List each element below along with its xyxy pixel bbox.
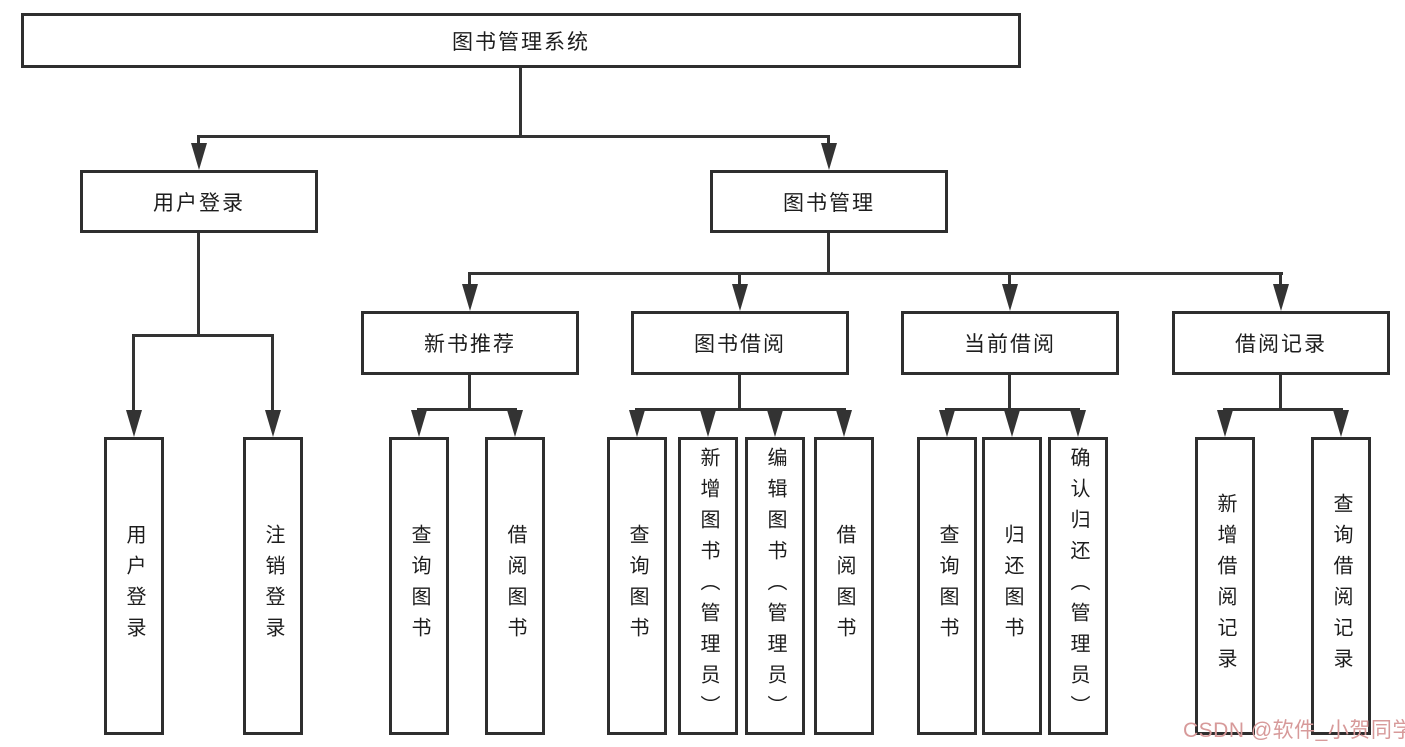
node-leaf-add-borrow-record: 新增借阅记录 — [1195, 437, 1255, 735]
node-root-system: 图书管理系统 — [21, 13, 1021, 68]
node-user-login-branch: 用户登录 — [80, 170, 318, 233]
connector-line — [945, 408, 1080, 411]
arrow-down-icon — [821, 143, 837, 170]
arrow-down-icon — [939, 410, 955, 437]
connector-line — [468, 272, 1283, 275]
node-leaf-query-books-3: 查询图书 — [917, 437, 977, 735]
connector-line — [197, 233, 200, 334]
connector-line — [468, 375, 471, 408]
arrow-down-icon — [767, 410, 783, 437]
connector-line — [417, 408, 517, 411]
node-leaf-edit-book-admin: 编辑图书（管理员） — [745, 437, 805, 735]
node-new-book-recommend: 新书推荐 — [361, 311, 579, 375]
arrow-down-icon — [1004, 410, 1020, 437]
connector-line — [827, 233, 830, 272]
node-leaf-query-books-1: 查询图书 — [389, 437, 449, 735]
node-leaf-query-borrow-record: 查询借阅记录 — [1311, 437, 1371, 735]
arrow-down-icon — [1002, 284, 1018, 311]
connector-line — [197, 135, 200, 145]
arrow-down-icon — [629, 410, 645, 437]
csdn-watermark: CSDN @软件_小贺同学 — [1183, 719, 1405, 742]
node-leaf-confirm-return-admin: 确认归还（管理员） — [1048, 437, 1108, 735]
node-leaf-query-books-2: 查询图书 — [607, 437, 667, 735]
connector-line — [197, 135, 830, 138]
arrow-down-icon — [507, 410, 523, 437]
node-book-management-branch: 图书管理 — [710, 170, 948, 233]
arrow-down-icon — [1217, 410, 1233, 437]
node-book-borrowing: 图书借阅 — [631, 311, 849, 375]
connector-line — [1008, 272, 1011, 286]
arrow-down-icon — [265, 410, 281, 437]
node-current-borrowing: 当前借阅 — [901, 311, 1119, 375]
node-leaf-borrow-books-1: 借阅图书 — [485, 437, 545, 735]
node-leaf-borrow-books-2: 借阅图书 — [814, 437, 874, 735]
connector-line — [1279, 375, 1282, 408]
connector-line — [468, 272, 471, 286]
connector-line — [1008, 375, 1011, 408]
arrow-down-icon — [462, 284, 478, 311]
arrow-down-icon — [191, 143, 207, 170]
node-leaf-user-login: 用户登录 — [104, 437, 164, 735]
connector-line — [132, 334, 274, 337]
arrow-down-icon — [836, 410, 852, 437]
connector-line — [738, 375, 741, 408]
connector-line — [519, 68, 522, 135]
connector-line — [1223, 408, 1343, 411]
arrow-down-icon — [126, 410, 142, 437]
arrow-down-icon — [700, 410, 716, 437]
connector-line — [1279, 272, 1282, 286]
arrow-down-icon — [1273, 284, 1289, 311]
connector-line — [827, 135, 830, 145]
arrow-down-icon — [1333, 410, 1349, 437]
node-leaf-add-book-admin: 新增图书（管理员） — [678, 437, 738, 735]
arrow-down-icon — [732, 284, 748, 311]
arrow-down-icon — [411, 410, 427, 437]
connector-line — [132, 334, 135, 412]
connector-line — [635, 408, 846, 411]
node-borrowing-records: 借阅记录 — [1172, 311, 1390, 375]
node-leaf-logout: 注销登录 — [243, 437, 303, 735]
node-leaf-return-book: 归还图书 — [982, 437, 1042, 735]
connector-line — [738, 272, 741, 286]
arrow-down-icon — [1070, 410, 1086, 437]
connector-line — [271, 334, 274, 412]
